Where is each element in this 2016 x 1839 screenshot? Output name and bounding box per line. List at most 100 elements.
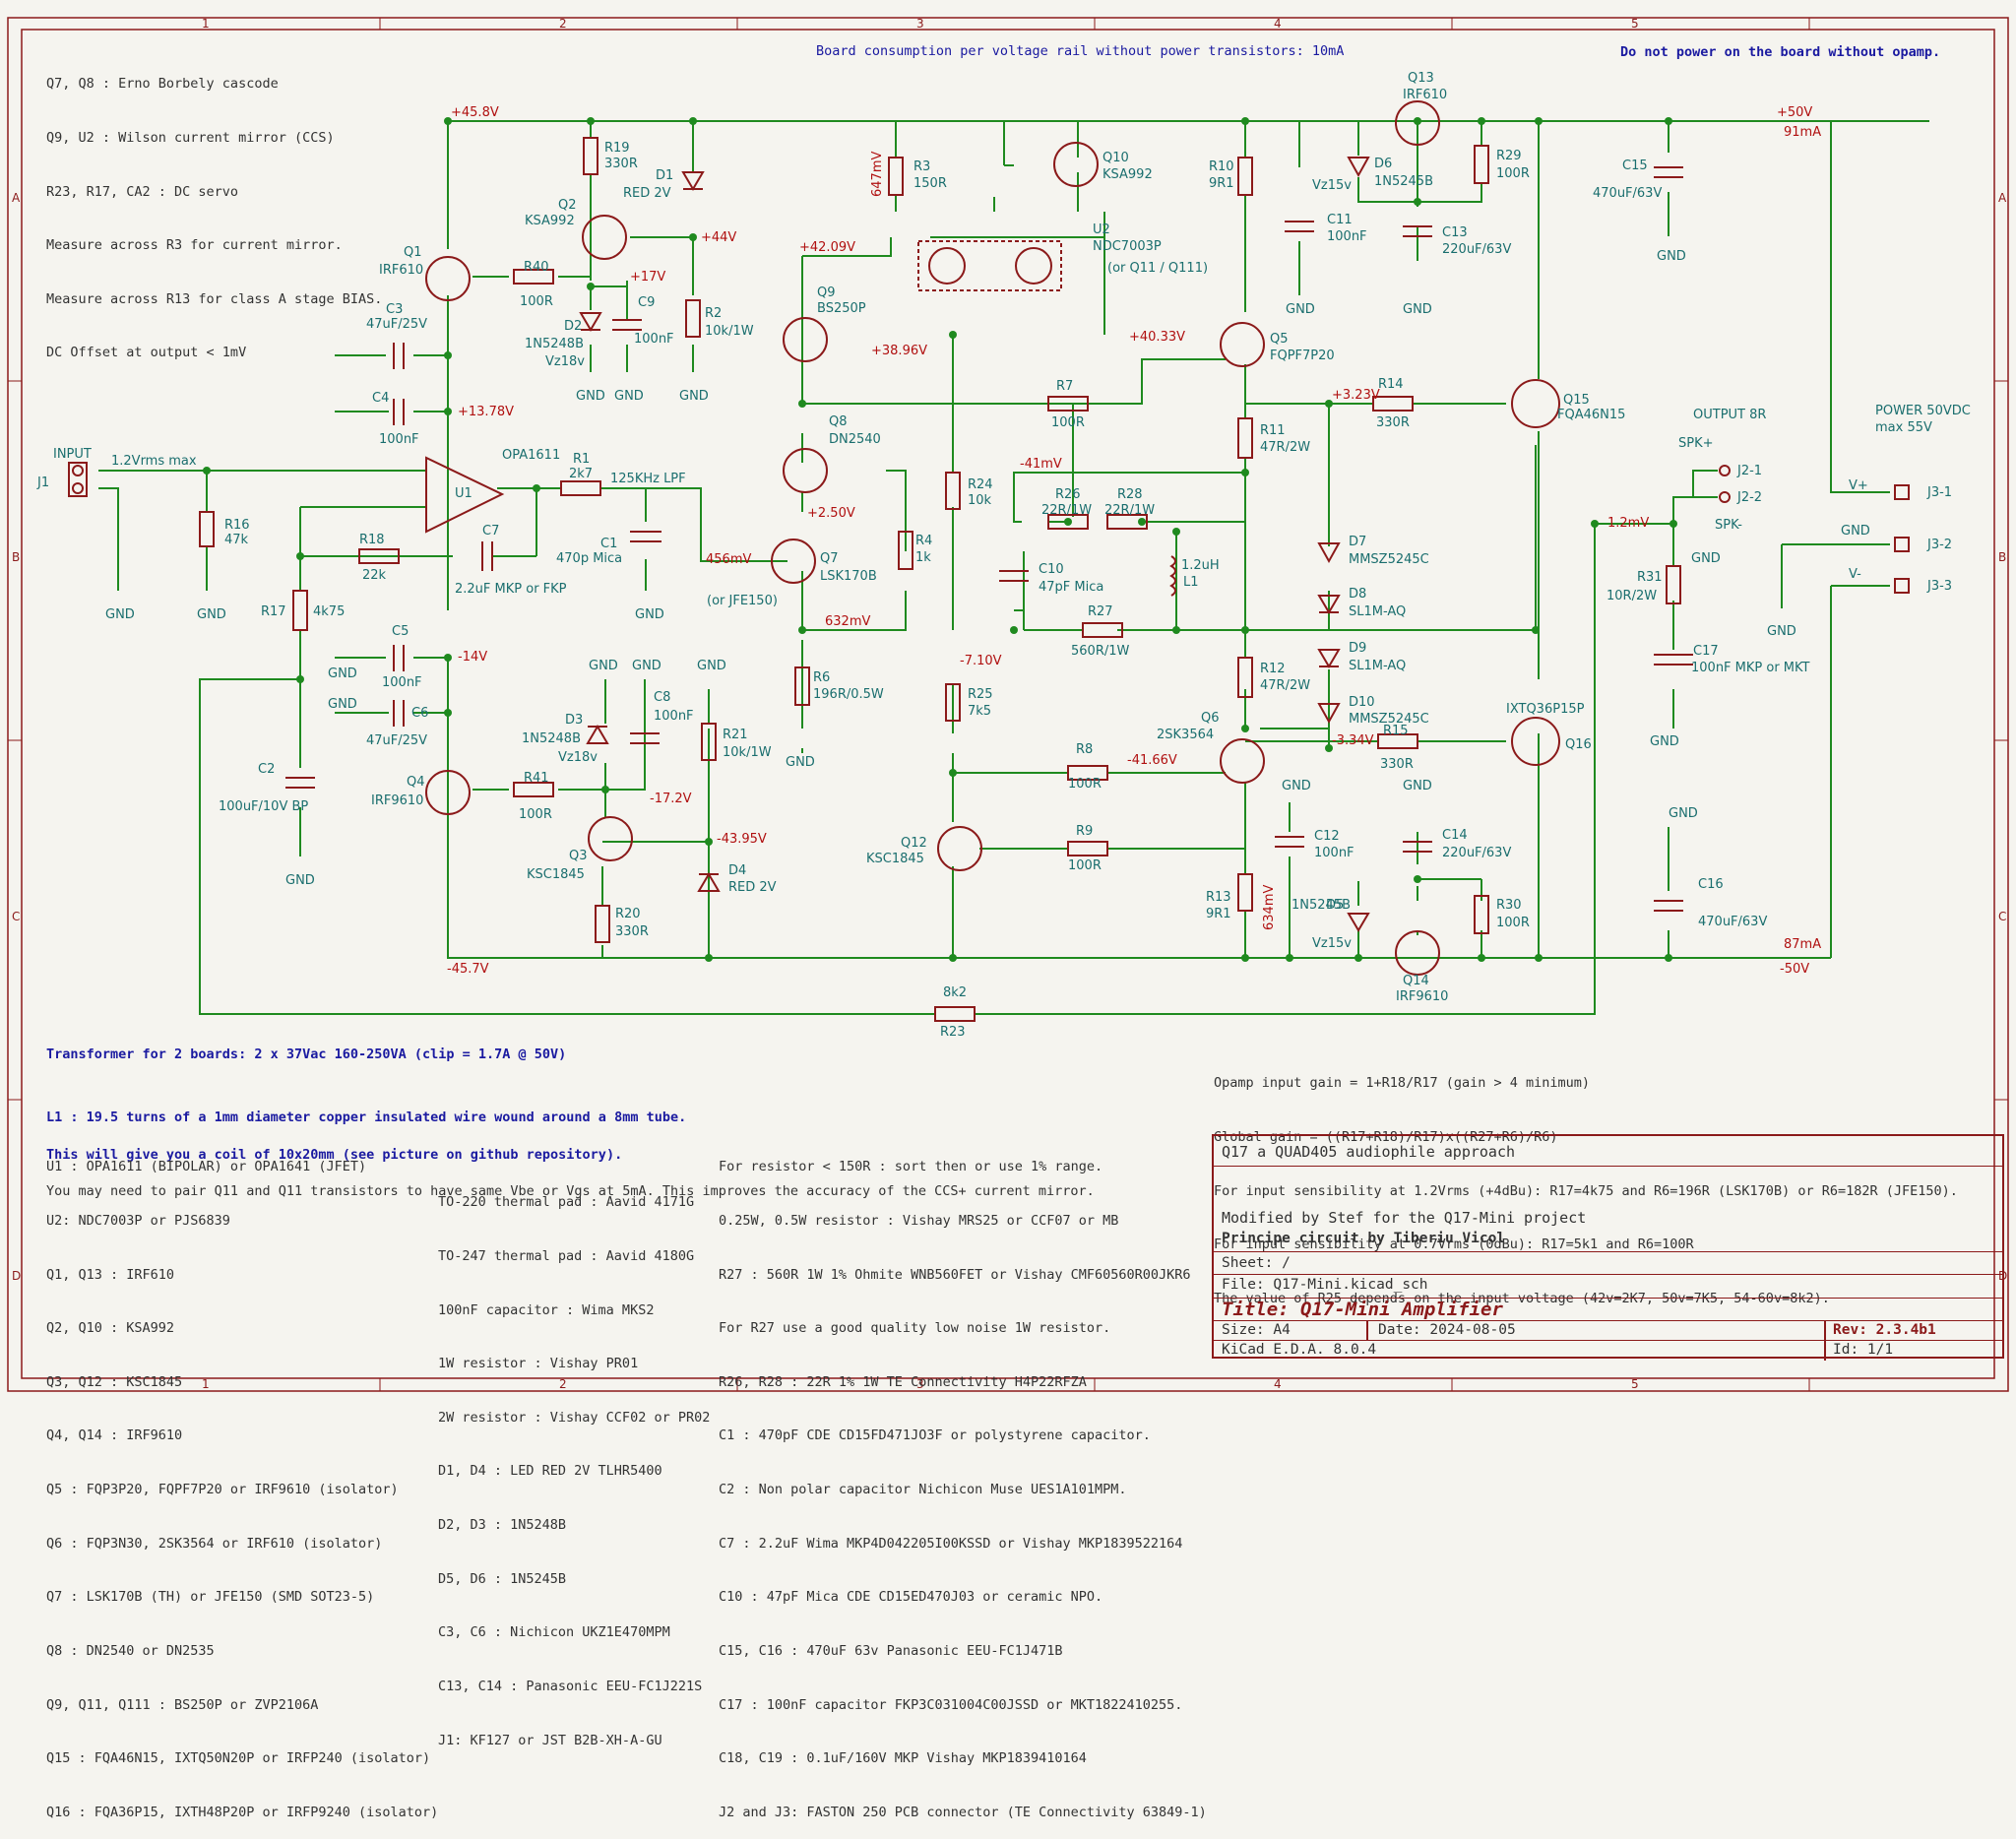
c12-capacitor <box>1275 836 1304 848</box>
part-line: J1: KF127 or JST B2B-XH-A-GU <box>438 1732 662 1748</box>
svg-text:47R/2W: 47R/2W <box>1260 678 1310 693</box>
part-line: C2 : Non polar capacitor Nichicon Muse U… <box>719 1482 1127 1498</box>
part-line: 2W resistor : Vishay CCF02 or PR02 <box>438 1409 711 1426</box>
j1-connector <box>68 462 88 497</box>
svg-text:Q13: Q13 <box>1408 71 1434 86</box>
svg-text:GND: GND <box>105 607 135 622</box>
transformer-line: Transformer for 2 boards: 2 x 37Vac 160-… <box>46 1046 567 1062</box>
svg-text:125KHz LPF: 125KHz LPF <box>610 472 686 486</box>
frame-column-markers: 1 2 3 4 5 1 2 3 4 5 <box>202 17 1810 1391</box>
svg-text:+2.50V: +2.50V <box>807 506 855 521</box>
j2-1-label: J2-1 <box>1736 464 1762 478</box>
svg-text:C14: C14 <box>1442 828 1468 843</box>
svg-text:R7: R7 <box>1056 379 1073 394</box>
title-label: Title: <box>1222 1299 1290 1320</box>
svg-text:634mV: 634mV <box>1262 885 1277 930</box>
svg-text:Q1: Q1 <box>404 245 422 260</box>
svg-text:R29: R29 <box>1496 149 1522 163</box>
input-label: INPUT <box>53 447 92 462</box>
svg-text:(or JFE150): (or JFE150) <box>707 594 778 608</box>
r17-resistor <box>292 590 308 631</box>
title-value: Q17-Mini Amplifier <box>1300 1299 1503 1320</box>
c8-capacitor <box>630 732 660 744</box>
principle-by: Principe circuit by Tiberiu Vicol <box>1222 1231 1506 1246</box>
svg-text:R25: R25 <box>968 687 993 702</box>
svg-text:22R/1W: 22R/1W <box>1041 503 1092 518</box>
svg-text:DN2540: DN2540 <box>829 432 881 447</box>
svg-text:470uF/63V: 470uF/63V <box>1698 915 1767 929</box>
svg-text:1k: 1k <box>915 550 931 565</box>
svg-text:C16: C16 <box>1698 877 1724 892</box>
svg-text:R41: R41 <box>524 771 549 786</box>
part-line: J2 and J3: FASTON 250 PCB connector (TE … <box>719 1804 1207 1820</box>
c17-capacitor <box>1654 654 1693 666</box>
r16-resistor <box>199 511 215 547</box>
svg-text:456mV: 456mV <box>706 552 751 567</box>
svg-text:C17: C17 <box>1693 644 1719 659</box>
r26-resistor <box>1047 514 1089 530</box>
svg-text:2k7: 2k7 <box>569 467 593 481</box>
transformer-notes: Transformer for 2 boards: 2 x 37Vac 160-… <box>46 1027 1095 1219</box>
svg-text:R9: R9 <box>1076 824 1093 839</box>
r18-resistor <box>358 548 400 564</box>
svg-text:IXTQ36P15P: IXTQ36P15P <box>1506 702 1585 717</box>
frame-row-markers: A B C D A B C D <box>8 191 2008 1283</box>
svg-text:+38.96V: +38.96V <box>871 344 927 358</box>
sheet-border-outer <box>7 17 2009 1392</box>
svg-text:3: 3 <box>916 1377 924 1391</box>
part-line: D1, D4 : LED RED 2V TLHR5400 <box>438 1463 662 1480</box>
svg-text:GND: GND <box>1282 779 1311 793</box>
svg-text:330R: 330R <box>1380 757 1414 772</box>
svg-text:+17V: +17V <box>630 270 665 285</box>
svg-text:220uF/63V: 220uF/63V <box>1442 242 1511 257</box>
svg-text:max 55V: max 55V <box>1875 420 1932 435</box>
r3-resistor <box>888 157 904 196</box>
id-label: Id: 1/1 <box>1833 1342 1894 1358</box>
c5-capacitor <box>393 645 405 671</box>
svg-text:V-: V- <box>1849 567 1861 582</box>
svg-text:IRF610: IRF610 <box>379 263 423 278</box>
part-line: Q7 : LSK170B (TH) or JFE150 (SMD SOT23-5… <box>46 1589 375 1606</box>
svg-text:647mV: 647mV <box>870 152 885 197</box>
svg-text:C9: C9 <box>638 295 655 310</box>
svg-text:+50V: +50V <box>1777 105 1812 120</box>
svg-text:-17.2V: -17.2V <box>650 792 692 806</box>
svg-text:10k/1W: 10k/1W <box>705 324 754 339</box>
svg-text:D1: D1 <box>656 168 673 183</box>
svg-text:D5: D5 <box>1326 898 1344 913</box>
q5-mosfet <box>1220 322 1265 367</box>
formula-line: For input sensibility at 0.7Vrms (0dBu):… <box>1214 1237 1694 1253</box>
q16-mosfet <box>1511 717 1560 766</box>
svg-text:GND: GND <box>1657 249 1686 264</box>
sheet-border-inner <box>21 29 1995 1379</box>
part-line: Q16 : FQA36P15, IXTH48P20P or IRFP9240 (… <box>46 1804 439 1820</box>
svg-text:10R/2W: 10R/2W <box>1606 589 1657 603</box>
d6-zener <box>1347 157 1370 178</box>
c15-capacitor <box>1654 166 1683 178</box>
q4-mosfet <box>425 770 471 815</box>
q6-mosfet <box>1220 738 1265 784</box>
svg-text:GND: GND <box>635 607 664 622</box>
r20-resistor <box>595 905 610 943</box>
svg-text:R11: R11 <box>1260 423 1286 438</box>
svg-text:+3.23V: +3.23V <box>1332 388 1380 403</box>
part-line: Q6 : FQP3N30, 2SK3564 or IRF610 (isolato… <box>46 1535 383 1552</box>
svg-text:D7: D7 <box>1349 535 1366 549</box>
q9-mosfet <box>783 317 828 362</box>
svg-text:C12: C12 <box>1314 829 1340 844</box>
d3-zener <box>586 725 609 744</box>
net-voltages: +45.8V -45.7V +50V -50V 91mA 87mA +44V +… <box>447 105 1821 977</box>
svg-text:C13: C13 <box>1442 225 1468 240</box>
svg-text:196R/0.5W: 196R/0.5W <box>813 687 884 702</box>
c16-capacitor <box>1654 900 1683 912</box>
svg-text:Q4: Q4 <box>407 775 425 790</box>
svg-text:KSA992: KSA992 <box>1102 167 1153 182</box>
part-line: C13, C14 : Panasonic EEU-FC1J221S <box>438 1678 703 1694</box>
d5-zener <box>1347 913 1370 932</box>
part-line: TO-247 thermal pad : Aavid 4180G <box>438 1248 695 1265</box>
r1-resistor <box>560 480 601 496</box>
svg-text:330R: 330R <box>1376 415 1410 430</box>
svg-text:SL1M-AQ: SL1M-AQ <box>1349 659 1406 673</box>
d10-zener <box>1317 703 1341 725</box>
r12-resistor <box>1237 657 1253 698</box>
